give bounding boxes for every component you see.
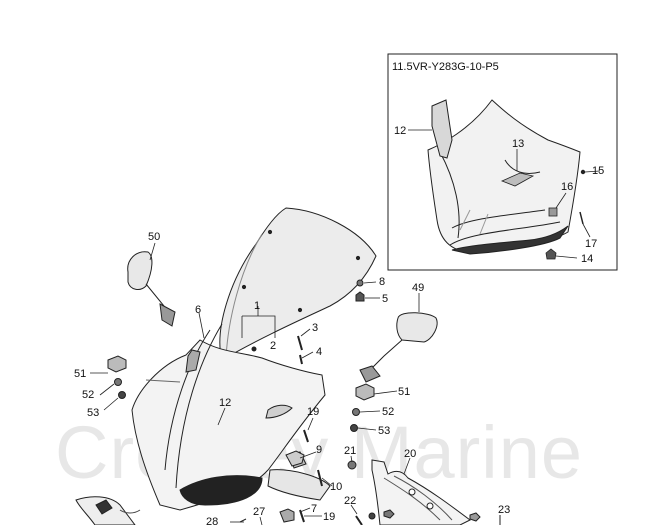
inset-screw-17 bbox=[579, 211, 584, 225]
callout-6: 6 bbox=[195, 304, 201, 316]
inset-callout-15: 15 bbox=[592, 165, 604, 177]
callout-12: 12 bbox=[219, 397, 231, 409]
inset-callout-16: 16 bbox=[561, 181, 573, 193]
main-drawing bbox=[75, 207, 501, 525]
inset-decal-part bbox=[500, 172, 535, 187]
callout-27: 27 bbox=[253, 506, 265, 518]
callout-3: 3 bbox=[312, 322, 318, 334]
right-mirror-part bbox=[396, 312, 438, 343]
inset-fairing-drawing bbox=[427, 99, 581, 255]
inset-callout-12: 12 bbox=[394, 125, 406, 137]
callout-22: 22 bbox=[344, 495, 356, 507]
callout-9: 9 bbox=[316, 444, 322, 456]
callout-8: 8 bbox=[379, 276, 385, 288]
inset-callout-17: 17 bbox=[585, 238, 597, 250]
callout-19-lower: 19 bbox=[323, 511, 335, 523]
inset-windscreen-part bbox=[431, 99, 453, 159]
callout-21: 21 bbox=[344, 445, 356, 457]
callout-7: 7 bbox=[311, 503, 317, 515]
inset-nut-14 bbox=[545, 248, 557, 260]
callout-51-right: 51 bbox=[398, 386, 410, 398]
callout-1: 1 bbox=[254, 300, 260, 312]
inset-title: 11.5VR-Y283G-10-P5 bbox=[392, 61, 499, 73]
front-fairing-part bbox=[131, 339, 326, 511]
callout-10: 10 bbox=[330, 481, 342, 493]
callout-53-right: 53 bbox=[378, 425, 390, 437]
callout-19-upper: 19 bbox=[307, 406, 319, 418]
callout-52-left: 52 bbox=[82, 389, 94, 401]
callout-50: 50 bbox=[148, 231, 160, 243]
callout-2: 2 bbox=[270, 340, 276, 352]
callout-53-left: 53 bbox=[87, 407, 99, 419]
callout-51-left: 51 bbox=[74, 368, 86, 380]
callout-20: 20 bbox=[404, 448, 416, 460]
callout-5: 5 bbox=[382, 293, 388, 305]
callout-4: 4 bbox=[316, 346, 322, 358]
inset-callout-13: 13 bbox=[512, 138, 524, 150]
inset-panel: 11.5VR-Y283G-10-P5 12 13 bbox=[387, 53, 618, 271]
left-mirror-part bbox=[127, 251, 153, 290]
callout-49: 49 bbox=[412, 282, 424, 294]
inset-fastener-15 bbox=[580, 169, 586, 175]
callout-52-right: 52 bbox=[382, 406, 394, 418]
callout-23: 23 bbox=[498, 504, 510, 516]
inset-callout-14: 14 bbox=[581, 253, 593, 265]
inset-bracket-16 bbox=[548, 207, 558, 217]
callout-28: 28 bbox=[206, 516, 218, 525]
